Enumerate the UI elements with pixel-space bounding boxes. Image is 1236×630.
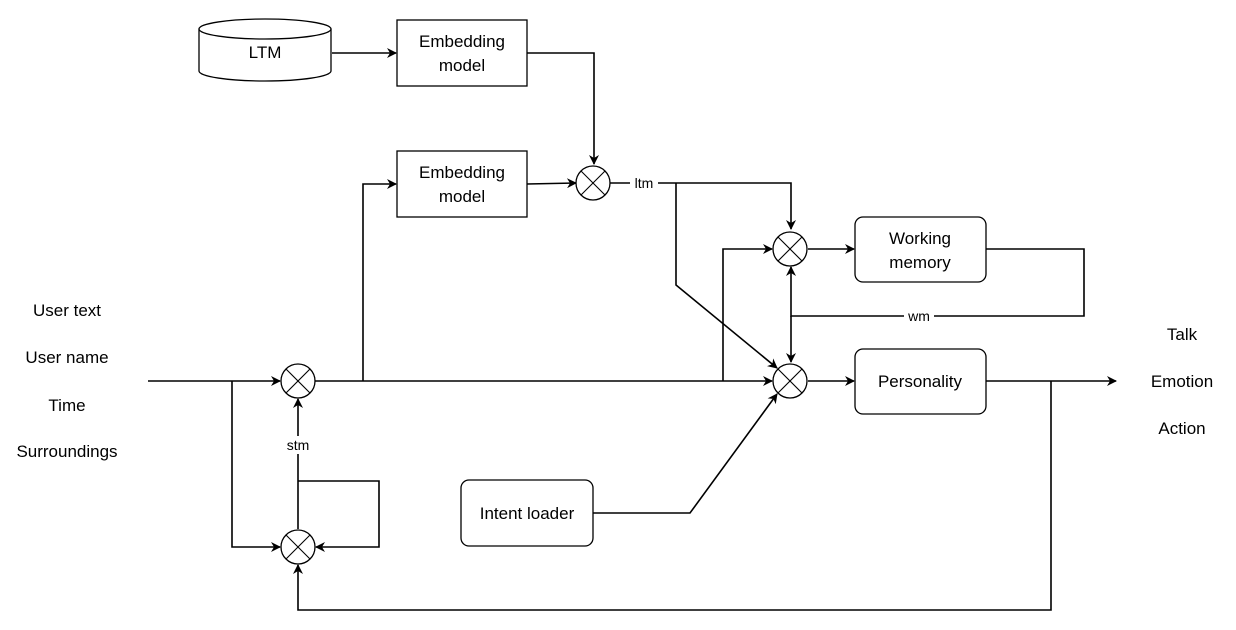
edge-label-wm: wm — [904, 308, 934, 325]
edge-to-wm-merge — [722, 244, 773, 381]
personality-box: Personality — [854, 348, 987, 415]
output-label-emotion: Emotion — [1151, 372, 1213, 391]
embedding-model-top-line2: model — [439, 56, 485, 75]
ltm-database: LTM — [198, 18, 332, 82]
edge-label-stm: stm — [281, 436, 315, 454]
connections — [148, 48, 1117, 611]
embedding-model-mid-line2: model — [439, 187, 485, 206]
output-labels: Talk Emotion Action — [1151, 325, 1213, 438]
working-memory-box: Working memory — [854, 216, 987, 283]
intent-loader-box: Intent loader — [460, 479, 594, 547]
ltm-database-label: LTM — [249, 43, 282, 62]
edge-ltm-to-personality-merge — [675, 183, 778, 369]
merge-node-ltm — [575, 165, 611, 201]
edge-label-ltm-text: ltm — [635, 175, 654, 191]
edge-stm-self-loop — [298, 480, 380, 552]
merge-node-stm — [280, 363, 316, 399]
edge-output-feedback — [293, 381, 1052, 611]
merge-node-working-memory — [772, 231, 808, 267]
output-label-talk: Talk — [1167, 325, 1198, 344]
edge-embedding-top-to-merge — [527, 52, 599, 165]
input-label-user-text: User text — [33, 301, 101, 320]
input-labels: User text User name Time Surroundings — [16, 301, 117, 461]
intent-loader-label: Intent loader — [480, 504, 575, 523]
edge-label-stm-text: stm — [287, 437, 310, 453]
embedding-model-top-line1: Embedding — [419, 32, 505, 51]
input-label-user-name: User name — [25, 348, 108, 367]
embedding-model-mid-line1: Embedding — [419, 163, 505, 182]
edge-ltm-to-wm-merge — [610, 182, 796, 230]
edge-input-to-loop-merge — [231, 381, 281, 552]
edge-embedding-mid-to-merge — [526, 178, 577, 189]
working-memory-line2: memory — [889, 253, 951, 272]
personality-label: Personality — [878, 372, 963, 391]
edge-to-embedding-mid — [362, 179, 397, 381]
embedding-model-mid: Embedding model — [396, 150, 528, 218]
working-memory-line1: Working — [889, 229, 951, 248]
edge-intent-to-merge — [593, 393, 778, 514]
merge-node-stm-loop — [280, 529, 316, 565]
input-label-time: Time — [48, 396, 85, 415]
edge-working-memory-feedback — [786, 248, 1085, 317]
output-label-action: Action — [1158, 419, 1205, 438]
embedding-model-top: Embedding model — [396, 19, 528, 87]
input-label-surroundings: Surroundings — [16, 442, 117, 461]
edge-label-wm-text: wm — [907, 308, 930, 324]
merge-node-personality — [772, 363, 808, 399]
edge-label-ltm: ltm — [630, 175, 658, 192]
